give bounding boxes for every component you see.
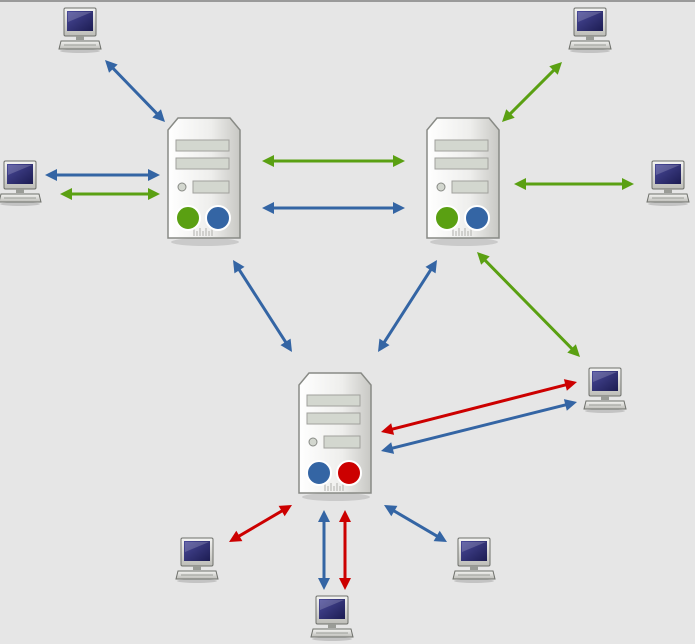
blue-status-dot [306, 460, 332, 486]
connection-e14 [318, 510, 330, 590]
screen [655, 164, 681, 184]
arrowhead [339, 510, 351, 522]
blue-status-dot [205, 205, 231, 231]
drive-bay [175, 139, 230, 152]
connection-e15 [339, 510, 351, 590]
arrowhead [339, 578, 351, 590]
arrowhead [563, 379, 577, 391]
top-border [0, 0, 695, 2]
arrowhead [262, 155, 274, 167]
connection-e11 [381, 379, 577, 435]
arrowhead [278, 505, 292, 517]
screen [67, 11, 93, 31]
arrowhead [152, 109, 165, 122]
server-right-icon [426, 117, 500, 246]
arrowhead [477, 252, 490, 265]
power-button-icon [308, 437, 318, 447]
arrowhead [45, 169, 57, 181]
green-status-dot [175, 205, 201, 231]
connection-e13 [229, 505, 292, 542]
arrowhead [105, 60, 118, 73]
red-status-dot [336, 460, 362, 486]
nodes [0, 7, 690, 641]
drive-bay [192, 180, 230, 194]
arrowhead [280, 338, 292, 352]
arrowhead [384, 505, 398, 517]
drive-bay [323, 435, 361, 449]
screen [7, 164, 33, 184]
screen [461, 541, 487, 561]
drive-bay [306, 412, 361, 425]
arrowhead [229, 530, 243, 542]
connection-e1 [105, 60, 165, 122]
arrowhead [502, 109, 515, 122]
connection-e9 [378, 260, 437, 352]
green-status-dot [434, 205, 460, 231]
connection-e8 [233, 260, 292, 352]
connection-e4 [262, 155, 405, 167]
arrowhead [549, 62, 562, 75]
arrowhead [148, 188, 160, 200]
arrowhead [381, 442, 395, 454]
connection-e2 [45, 169, 160, 181]
arrowhead [567, 344, 580, 357]
drive-bay [434, 157, 489, 170]
computer-mid-right-icon [646, 160, 690, 206]
drive-bay [451, 180, 489, 194]
drive-bay [434, 139, 489, 152]
arrowhead [148, 169, 160, 181]
arrowhead [433, 530, 447, 542]
arrowhead [425, 260, 437, 274]
arrowhead [233, 260, 245, 274]
drive-bay [306, 394, 361, 407]
power-button-icon [436, 182, 446, 192]
power-button-icon [177, 182, 187, 192]
computer-top-right-icon [568, 7, 612, 53]
connection-e5 [262, 202, 405, 214]
connection-e7 [514, 178, 634, 190]
drive-bay [175, 157, 230, 170]
computer-mid-left-icon [0, 160, 42, 206]
computer-top-left-icon [58, 7, 102, 53]
connection-e6 [502, 62, 562, 122]
arrowhead [60, 188, 72, 200]
server-bottom-icon [298, 372, 372, 501]
arrowhead [318, 578, 330, 590]
connection-e3 [60, 188, 160, 200]
screen [592, 371, 618, 391]
arrowhead [381, 423, 395, 435]
server-left-icon [167, 117, 241, 246]
screen [319, 599, 345, 619]
blue-status-dot [464, 205, 490, 231]
arrowhead [318, 510, 330, 522]
computer-bottom-center-icon [310, 595, 354, 641]
arrowhead [514, 178, 526, 190]
screen [184, 541, 210, 561]
arrowhead [378, 338, 390, 352]
connection-e10 [477, 252, 580, 357]
screen [577, 11, 603, 31]
arrowhead [262, 202, 274, 214]
computer-bottom-left-icon [175, 537, 219, 583]
computer-bottom-right-icon [452, 537, 496, 583]
arrowhead [393, 202, 405, 214]
arrowhead [563, 399, 577, 411]
connections [45, 60, 634, 590]
arrowhead [393, 155, 405, 167]
computer-right-lower-icon [583, 367, 627, 413]
arrowhead [622, 178, 634, 190]
connection-e12 [381, 399, 577, 454]
connection-e16 [384, 505, 447, 542]
